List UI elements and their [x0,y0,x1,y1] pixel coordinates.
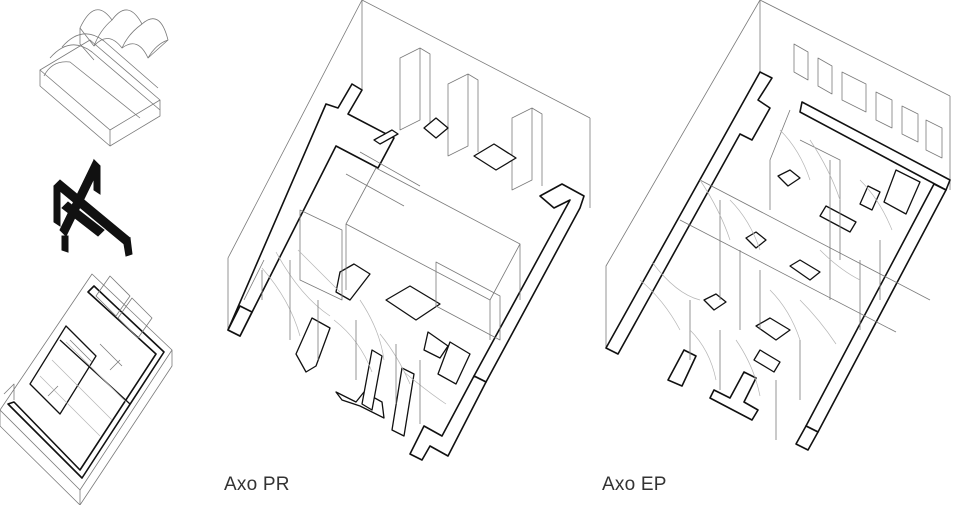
ground-floor-module [0,273,173,506]
axo-pr-drawing [227,0,591,461]
steel-frame-module [53,158,133,257]
axo-ep-label: Axo EP [602,474,667,495]
vault-roof-module [39,9,169,147]
axo-pr-label: Axo PR [224,474,290,495]
axo-ep-drawing [605,0,951,451]
